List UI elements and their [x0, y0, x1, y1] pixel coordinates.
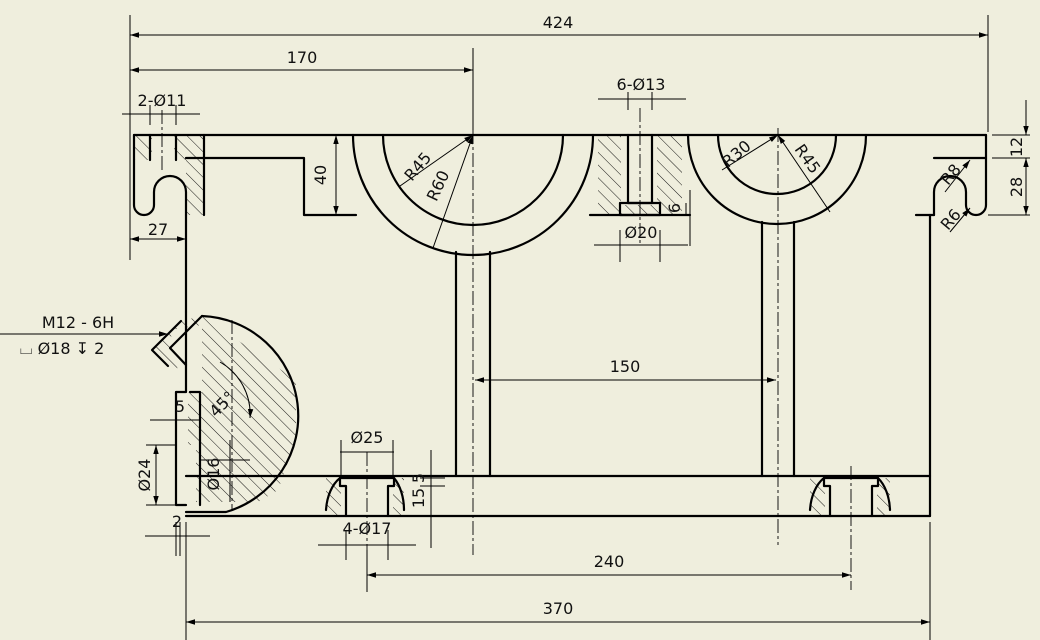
dim-370: 370: [543, 599, 574, 618]
dim-thread-cbore: ⌴ Ø18 ↧ 2: [20, 339, 105, 358]
dim-depth-6: 6: [665, 203, 684, 213]
dim-thread: M12 - 6H: [42, 313, 114, 332]
dim-r6: R6: [937, 205, 965, 234]
dimension-labels: 424 170 2-Ø11 6-Ø13 12 28 40 R45 R60 R30…: [20, 13, 1026, 618]
dim-150: 150: [610, 357, 641, 376]
dim-overall-width: 424: [543, 13, 574, 32]
mask-fills: [152, 135, 877, 516]
dim-left-holes: 2-Ø11: [138, 91, 187, 110]
dimension-lines: [0, 15, 1030, 640]
dim-5b: 5: [409, 473, 428, 483]
part-outline: [132, 133, 988, 518]
dim-170: 170: [287, 48, 318, 67]
dim-dia-24: Ø24: [135, 459, 154, 492]
dim-240: 240: [594, 552, 625, 571]
dim-top-holes: 6-Ø13: [617, 75, 666, 94]
dim-40: 40: [311, 165, 330, 185]
dim-5: 5: [175, 397, 185, 416]
dim-bottom-holes: 4-Ø17: [343, 519, 392, 538]
dim-cbore-25: Ø25: [351, 428, 384, 447]
dim-28: 28: [1007, 177, 1026, 197]
dim-2: 2: [172, 512, 182, 531]
dim-27: 27: [148, 220, 168, 239]
dim-cbore-20: Ø20: [625, 223, 658, 242]
centerlines: [161, 108, 852, 590]
dim-dia-16: Ø16: [204, 458, 223, 491]
dim-12: 12: [1007, 137, 1026, 157]
dim-r8: R8: [937, 160, 965, 189]
dim-15: 15: [409, 488, 428, 508]
